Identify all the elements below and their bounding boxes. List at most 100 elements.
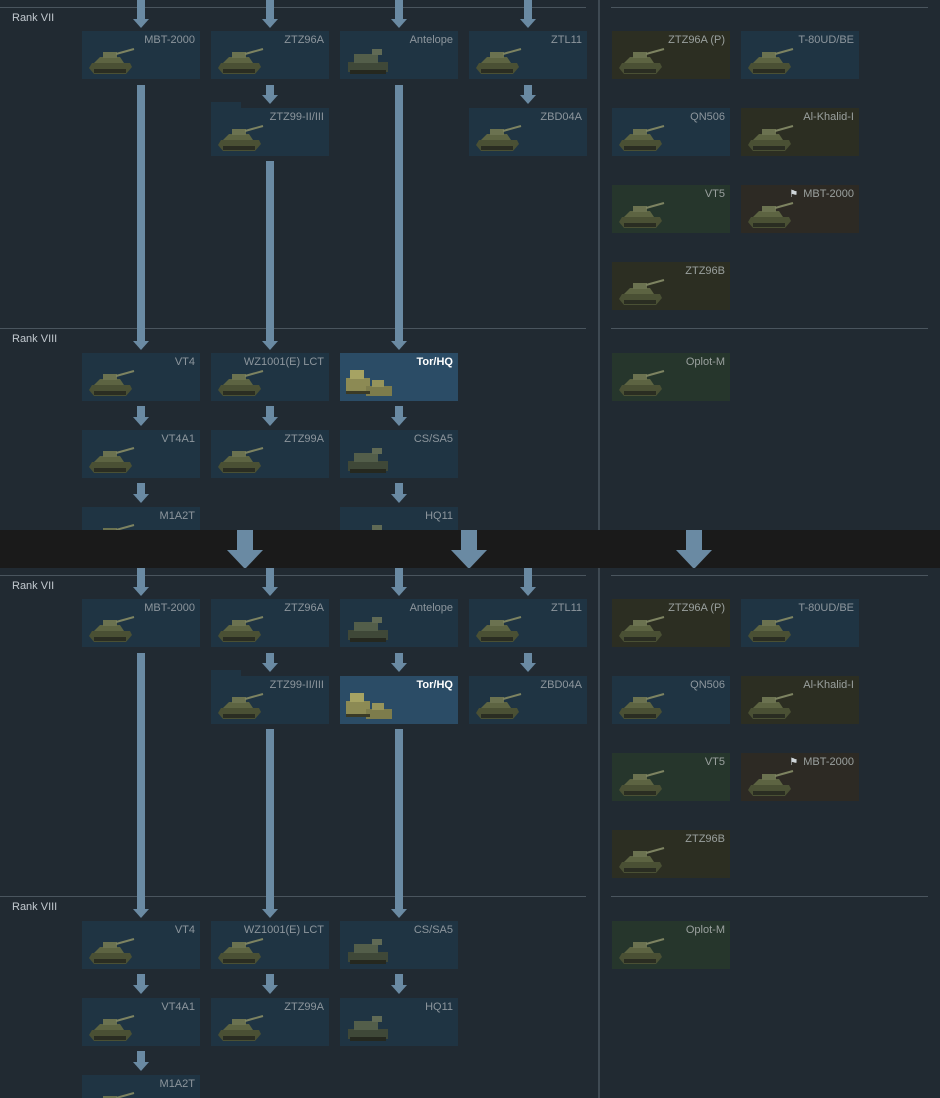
vehicle-card[interactable]: ZTZ96A: [211, 599, 329, 647]
vehicle-name: VT4: [174, 356, 195, 368]
vehicle-card[interactable]: CS/SA5: [340, 921, 458, 969]
vehicle-card[interactable]: ZTL11: [469, 599, 587, 647]
tank-icon: [215, 936, 265, 966]
vehicle-name: MBT-2000⚑: [789, 188, 854, 200]
tank-icon: [616, 46, 666, 76]
vehicle-name: ZTZ96A: [284, 34, 324, 46]
tree-arrow-shaft: [266, 0, 274, 20]
tree-arrow-shaft: [524, 0, 532, 20]
vehicle-card[interactable]: QN506: [612, 676, 730, 724]
vehicle-card[interactable]: WZ1001(E) LCT: [211, 921, 329, 969]
vehicle-card[interactable]: Oplot-M: [612, 921, 730, 969]
arrow-down-icon: [391, 341, 407, 350]
tank-icon: [616, 368, 666, 398]
tree-arrow-shaft: [395, 974, 403, 986]
tank-icon: [745, 691, 795, 721]
vehicle-card[interactable]: M1A2T: [82, 1075, 200, 1098]
vehicle-card[interactable]: VT4A1: [82, 430, 200, 478]
vehicle-name: ZTZ99A: [284, 433, 324, 445]
vehicle-name: T-80UD/BE: [798, 34, 854, 46]
vehicle-card[interactable]: VT4: [82, 921, 200, 969]
vehicle-name: CS/SA5: [413, 924, 453, 936]
rank-divider: [0, 575, 586, 576]
ifv-icon: [473, 123, 523, 153]
vehicle-name: VT5: [704, 188, 725, 200]
vehicle-card[interactable]: QN506: [612, 108, 730, 156]
vehicle-card[interactable]: Al-Khalid-I: [741, 108, 859, 156]
vehicle-card[interactable]: MBT-2000: [82, 599, 200, 647]
vehicle-card[interactable]: MBT-2000⚑: [741, 753, 859, 801]
vehicle-card[interactable]: ZTZ99-II/III: [211, 670, 329, 724]
vehicle-card[interactable]: ZTZ96A (P): [612, 599, 730, 647]
vehicle-name: Tor/HQ: [416, 679, 453, 691]
tree-arrow-shaft: [395, 483, 403, 495]
tank-icon: [215, 445, 265, 475]
vehicle-card[interactable]: CS/SA5: [340, 430, 458, 478]
arrow-down-icon: [520, 587, 536, 596]
vehicle-card[interactable]: VT5: [612, 753, 730, 801]
vehicle-card[interactable]: Al-Khalid-I: [741, 676, 859, 724]
arrow-down-icon: [391, 985, 407, 994]
vehicle-name: Oplot-M: [685, 356, 725, 368]
vehicle-card[interactable]: ZTZ96A (P): [612, 31, 730, 79]
tank-icon: [745, 200, 795, 230]
tank-icon: [86, 445, 136, 475]
vehicle-card[interactable]: ZTZ96B: [612, 830, 730, 878]
tank-icon: [745, 614, 795, 644]
vehicle-card[interactable]: ZBD04A: [469, 676, 587, 724]
arrow-down-icon: [262, 587, 278, 596]
rank-divider: [611, 328, 928, 329]
vehicle-name: ZBD04A: [540, 679, 582, 691]
vehicle-card[interactable]: ZTZ96B: [612, 262, 730, 310]
vehicle-card[interactable]: VT4A1: [82, 998, 200, 1046]
vehicle-card[interactable]: Antelope: [340, 31, 458, 79]
vehicle-card[interactable]: T-80UD/BE: [741, 599, 859, 647]
tree-arrow-shaft: [266, 161, 274, 342]
vehicle-card[interactable]: ZTZ96A: [211, 31, 329, 79]
vehicle-name: VT4: [174, 924, 195, 936]
arrow-down-icon: [391, 19, 407, 28]
vehicle-card[interactable]: VT5: [612, 185, 730, 233]
rank-divider: [0, 7, 586, 8]
vehicle-card[interactable]: Tor/HQ: [340, 676, 458, 724]
tree-arrow-shaft: [395, 0, 403, 20]
vehicle-card[interactable]: MBT-2000: [82, 31, 200, 79]
vehicle-card[interactable]: Antelope: [340, 599, 458, 647]
vehicle-card[interactable]: ZTZ99A: [211, 430, 329, 478]
vehicle-card[interactable]: ZTL11: [469, 31, 587, 79]
vehicle-name: Tor/HQ: [416, 356, 453, 368]
tank-group-icon: [215, 691, 265, 721]
vehicle-card[interactable]: WZ1001(E) LCT: [211, 353, 329, 401]
light-tank-icon: [616, 200, 666, 230]
vehicle-name: MBT-2000: [144, 34, 195, 46]
arrow-down-icon: [391, 909, 407, 918]
tank-icon: [215, 1013, 265, 1043]
sam-group-icon: [344, 691, 394, 721]
vehicle-name: ZTZ99-II/III: [269, 111, 324, 123]
vehicle-card[interactable]: Tor/HQ: [340, 353, 458, 401]
tank-icon: [616, 277, 666, 307]
vehicle-name: ZTZ96A: [284, 602, 324, 614]
vehicle-card[interactable]: M1A2T: [82, 507, 200, 530]
vehicle-card[interactable]: HQ11: [340, 507, 458, 530]
arrow-down-icon: [262, 909, 278, 918]
vehicle-card[interactable]: ZBD04A: [469, 108, 587, 156]
tank-icon: [616, 691, 666, 721]
down-arrow-icon: [227, 530, 263, 570]
vehicle-card[interactable]: ZTZ99A: [211, 998, 329, 1046]
arrow-down-icon: [133, 985, 149, 994]
vehicle-name: QN506: [690, 111, 725, 123]
vehicle-card[interactable]: T-80UD/BE: [741, 31, 859, 79]
tank-icon: [86, 522, 136, 530]
vehicle-card[interactable]: VT4: [82, 353, 200, 401]
vehicle-card[interactable]: Oplot-M: [612, 353, 730, 401]
vehicle-name: ZTZ96B: [685, 265, 725, 277]
column-separator: [598, 568, 600, 1098]
rank-divider: [611, 7, 928, 8]
vehicle-card[interactable]: HQ11: [340, 998, 458, 1046]
vehicle-card[interactable]: MBT-2000⚑: [741, 185, 859, 233]
vehicle-card[interactable]: ZTZ99-II/III: [211, 102, 329, 156]
vehicle-name: T-80UD/BE: [798, 602, 854, 614]
